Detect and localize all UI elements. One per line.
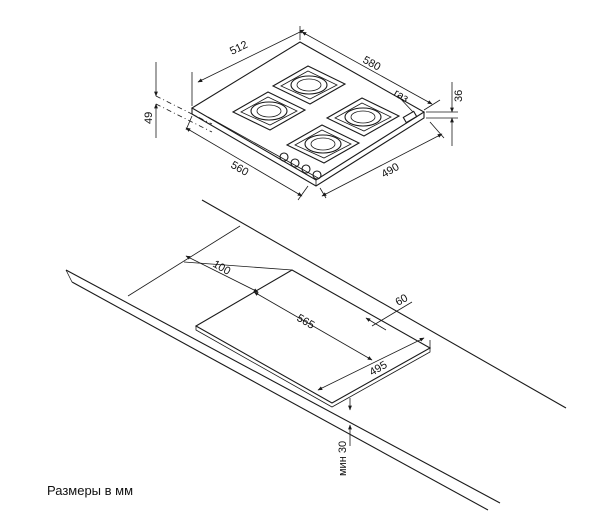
svg-text:565: 565 xyxy=(295,312,317,332)
burner-grate-front xyxy=(285,124,361,164)
cutout-outline xyxy=(194,269,432,404)
svg-text:560: 560 xyxy=(229,159,251,179)
dim-580: 580 xyxy=(301,31,441,111)
dim-560: 560 xyxy=(185,115,309,201)
svg-text:580: 580 xyxy=(361,54,383,73)
dim-60: 60 xyxy=(365,292,413,331)
countertop-front-top-edge xyxy=(65,269,501,504)
dim-565: 565 xyxy=(253,291,373,361)
svg-text:512: 512 xyxy=(228,39,250,58)
svg-text:49: 49 xyxy=(143,112,155,124)
svg-text:мин 30: мин 30 xyxy=(337,441,349,476)
countertop-front-bottom-edge xyxy=(71,281,489,511)
svg-text:60: 60 xyxy=(394,292,411,309)
svg-text:36: 36 xyxy=(453,90,465,102)
dim-512: 512 xyxy=(191,26,305,106)
burner-grate-right xyxy=(325,97,401,137)
control-knobs xyxy=(279,152,322,180)
countertop-drawing: 100 565 60 495 мин 30 xyxy=(65,199,567,511)
dim-100: 100 xyxy=(127,225,293,297)
svg-text:495: 495 xyxy=(368,359,390,379)
dim-36: 36 xyxy=(426,82,465,146)
hob-drawing: газ 512 580 36 49 xyxy=(143,26,465,201)
burner-grate-back xyxy=(271,65,347,105)
burner-grate-left xyxy=(231,91,307,131)
dim-495: 495 xyxy=(317,337,431,391)
countertop-back-edge xyxy=(201,199,567,409)
dim-49: 49 xyxy=(143,62,213,138)
units-caption: Размеры в мм xyxy=(47,483,134,498)
dim-min-30: мин 30 xyxy=(337,398,352,476)
svg-text:100: 100 xyxy=(211,258,233,278)
svg-text:490: 490 xyxy=(380,161,402,181)
